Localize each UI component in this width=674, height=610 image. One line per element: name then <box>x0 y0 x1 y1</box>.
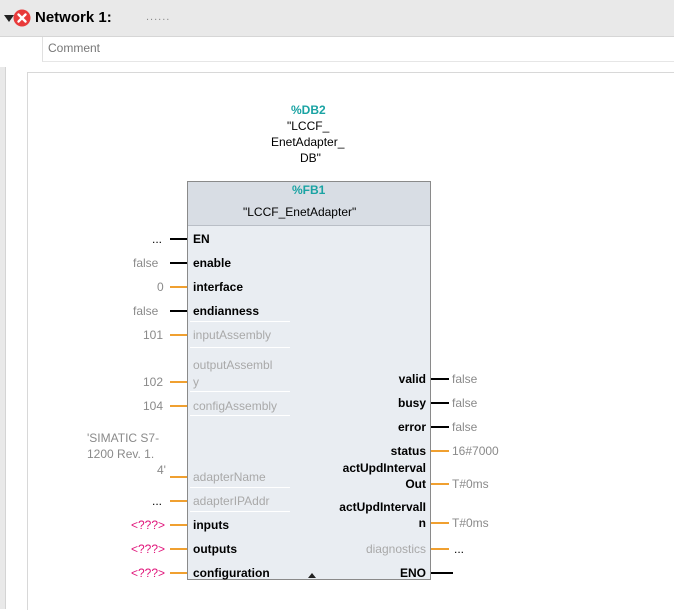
input-value-outputassembly[interactable]: 102 <box>143 375 164 389</box>
input-wire-inputassembly <box>170 334 187 336</box>
function-block-box[interactable] <box>187 181 431 580</box>
network-title[interactable]: Network 1: <box>35 9 112 26</box>
network-comment-row: Comment <box>0 37 674 67</box>
input-value-configuration[interactable]: <???> <box>131 566 166 580</box>
input-value-en[interactable]: ... <box>152 232 163 246</box>
input-value-adaptername-line-3[interactable]: 4' <box>157 463 166 477</box>
input-param-en: EN <box>193 232 210 246</box>
input-param-outputassembly-line-1: outputAssembl <box>193 358 273 372</box>
output-param-error: error <box>397 420 426 434</box>
input-param-interface: interface <box>193 280 244 294</box>
row-separator <box>190 511 290 512</box>
instance-db-name-line-2[interactable]: EnetAdapter_ <box>271 135 345 149</box>
row-separator <box>190 415 290 416</box>
row-separator <box>190 321 290 322</box>
output-param-eno: ENO <box>399 566 426 580</box>
output-param-valid: valid <box>398 372 426 386</box>
input-wire-adapteripaddr <box>170 500 187 502</box>
input-value-endianness[interactable]: false <box>133 304 159 318</box>
function-block-address: %FB1 <box>292 183 326 197</box>
instance-db-name-line-3[interactable]: DB" <box>300 151 321 165</box>
row-separator <box>190 487 290 488</box>
network-header: Network 1: ...... <box>0 0 674 37</box>
input-param-outputassembly-line-2: y <box>193 375 199 389</box>
network-comment-placeholder: Comment <box>48 41 101 55</box>
output-wire-busy <box>431 402 449 404</box>
output-value-status[interactable]: 16#7000 <box>452 444 499 458</box>
output-wire-diagnostics <box>431 548 449 550</box>
output-wire-status <box>431 450 449 452</box>
instance-db-name-line-1[interactable]: "LCCF_ <box>287 119 330 133</box>
output-param-status: status <box>390 444 426 458</box>
input-wire-adaptername <box>170 476 187 478</box>
input-param-adapteripaddr: adapterIPAddr <box>193 494 270 508</box>
output-param-diagnostics: diagnostics <box>365 542 426 556</box>
output-value-diagnostics[interactable]: ... <box>454 542 465 556</box>
output-wire-actupdintervalout <box>431 483 449 485</box>
input-wire-en <box>170 238 187 240</box>
output-wire-error <box>431 426 449 428</box>
output-value-actupdintervalin[interactable]: T#0ms <box>452 516 489 530</box>
output-param-actupdintervalout-line-2: Out <box>405 477 426 491</box>
input-param-inputassembly: inputAssembly <box>193 328 272 342</box>
input-value-inputassembly[interactable]: 101 <box>143 328 164 342</box>
input-wire-outputassembly <box>170 381 187 383</box>
input-value-configassembly[interactable]: 104 <box>143 399 164 413</box>
output-wire-actupdintervalin <box>431 522 449 524</box>
output-param-actupdintervalin-line-2: n <box>418 516 426 530</box>
input-value-adapteripaddr[interactable]: ... <box>152 494 163 508</box>
collapse-triangle-icon[interactable] <box>4 15 14 22</box>
output-value-actupdintervalout[interactable]: T#0ms <box>452 477 489 491</box>
instance-db-address[interactable]: %DB2 <box>291 103 326 117</box>
input-param-outputs: outputs <box>193 542 237 556</box>
input-wire-configuration <box>170 572 187 574</box>
input-value-adaptername-line-1[interactable]: 'SIMATIC S7- <box>87 431 160 445</box>
output-value-error[interactable]: false <box>452 420 478 434</box>
row-separator <box>190 347 290 348</box>
network-title-placeholder[interactable]: ...... <box>146 11 171 23</box>
input-param-endianness: endianness <box>193 304 260 318</box>
input-wire-configassembly <box>170 405 187 407</box>
input-param-enable: enable <box>193 256 232 270</box>
input-value-adaptername-line-2[interactable]: 1200 Rev. 1. <box>87 447 155 461</box>
input-param-configassembly: configAssembly <box>193 399 278 413</box>
input-wire-endianness <box>170 310 187 312</box>
input-value-inputs[interactable]: <???> <box>131 518 166 532</box>
output-wire-valid <box>431 378 449 380</box>
ladder-area[interactable] <box>27 72 674 610</box>
network-comment-field[interactable]: Comment <box>42 37 674 62</box>
error-icon <box>13 9 31 27</box>
output-value-valid[interactable]: false <box>452 372 478 386</box>
network-gutter <box>0 37 6 609</box>
input-param-configuration: configuration <box>193 566 270 580</box>
input-value-outputs[interactable]: <???> <box>131 542 166 556</box>
function-block-header <box>188 182 430 226</box>
input-value-enable[interactable]: false <box>133 256 159 270</box>
output-value-busy[interactable]: false <box>452 396 478 410</box>
row-separator <box>190 391 290 392</box>
input-value-interface[interactable]: 0 <box>157 280 164 294</box>
output-param-actupdintervalin-line-1: actUpdIntervalI <box>339 500 426 514</box>
input-param-inputs: inputs <box>193 518 229 532</box>
expand-chevron-up-icon[interactable] <box>308 573 316 578</box>
input-param-adaptername: adapterName <box>193 470 266 484</box>
input-wire-outputs <box>170 548 187 550</box>
output-param-actupdintervalout-line-1: actUpdInterval <box>342 461 426 475</box>
output-wire-eno <box>431 572 453 574</box>
output-param-busy: busy <box>397 396 426 410</box>
function-block-name: "LCCF_EnetAdapter" <box>243 205 357 219</box>
input-wire-enable <box>170 262 187 264</box>
input-wire-interface <box>170 286 187 288</box>
input-wire-inputs <box>170 524 187 526</box>
